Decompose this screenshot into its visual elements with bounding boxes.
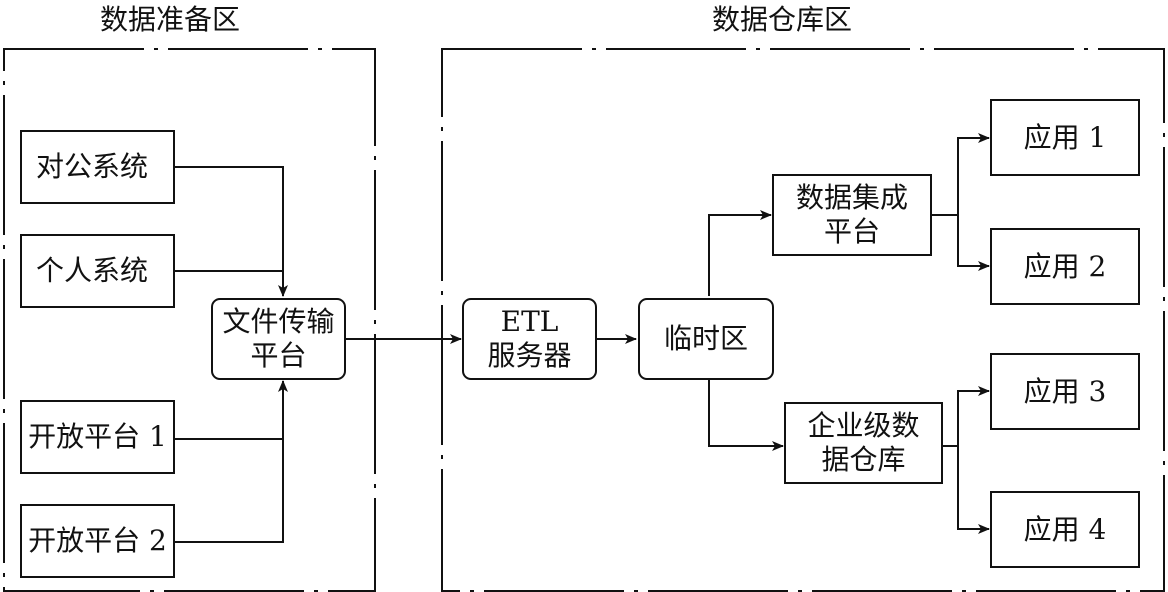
node-app-2: 应用 2: [990, 228, 1140, 305]
node-staging-label: 临时区: [663, 322, 748, 355]
node-data-integration-platform: 数据集成 平台: [772, 174, 932, 256]
edge-integration-to-app2: [957, 215, 990, 271]
node-app-4: 应用 4: [990, 491, 1140, 568]
node-app-2-label: 应用 2: [1023, 249, 1107, 283]
edge-edw-to-app4: [957, 446, 990, 534]
node-office-system: 对公系统: [20, 130, 175, 204]
node-file-transfer-line2: 平台: [250, 339, 307, 372]
node-etl-line1: ETL: [500, 305, 559, 338]
edge-integration-to-app1: [957, 133, 990, 215]
edge-staging-to-integration: [708, 210, 772, 296]
zone-prep-frame: [3, 48, 376, 592]
edge-office-to-file-transfer: [175, 166, 288, 297]
node-edw-line1: 企业级数: [807, 409, 920, 442]
edge-staging-to-edw: [708, 380, 784, 451]
edge-open2-to-file-transfer: [175, 380, 288, 543]
node-open-platform-2-label: 开放平台 2: [28, 524, 167, 557]
node-open-platform-2: 开放平台 2: [20, 504, 175, 578]
node-open-platform-1: 开放平台 1: [20, 400, 175, 474]
node-personal-system-label: 个人系统: [36, 254, 149, 287]
node-etl-server: ETL 服务器: [462, 298, 597, 380]
node-app-4-label: 应用 4: [1023, 512, 1107, 546]
node-enterprise-data-warehouse: 企业级数 据仓库: [784, 402, 943, 484]
node-personal-system: 个人系统: [20, 234, 175, 308]
node-file-transfer-line1: 文件传输: [222, 305, 335, 338]
node-app-1-label: 应用 1: [1023, 120, 1107, 154]
zone-warehouse-frame: [441, 48, 1165, 592]
node-file-transfer-platform: 文件传输 平台: [211, 298, 346, 380]
node-app-1: 应用 1: [990, 99, 1140, 176]
node-etl-line2: 服务器: [487, 339, 572, 372]
node-office-system-label: 对公系统: [36, 150, 149, 183]
node-app-3-label: 应用 3: [1023, 374, 1107, 408]
node-app-3: 应用 3: [990, 353, 1140, 430]
node-integration-line1: 数据集成: [795, 181, 908, 214]
edge-edw-to-app3: [957, 386, 990, 446]
node-edw-line2: 据仓库: [821, 443, 906, 476]
node-open-platform-1-label: 开放平台 1: [28, 420, 167, 453]
zone-warehouse-title: 数据仓库区: [712, 3, 853, 36]
zone-prep-title: 数据准备区: [100, 3, 241, 36]
node-staging-area: 临时区: [638, 298, 774, 380]
node-integration-line2: 平台: [823, 215, 880, 248]
